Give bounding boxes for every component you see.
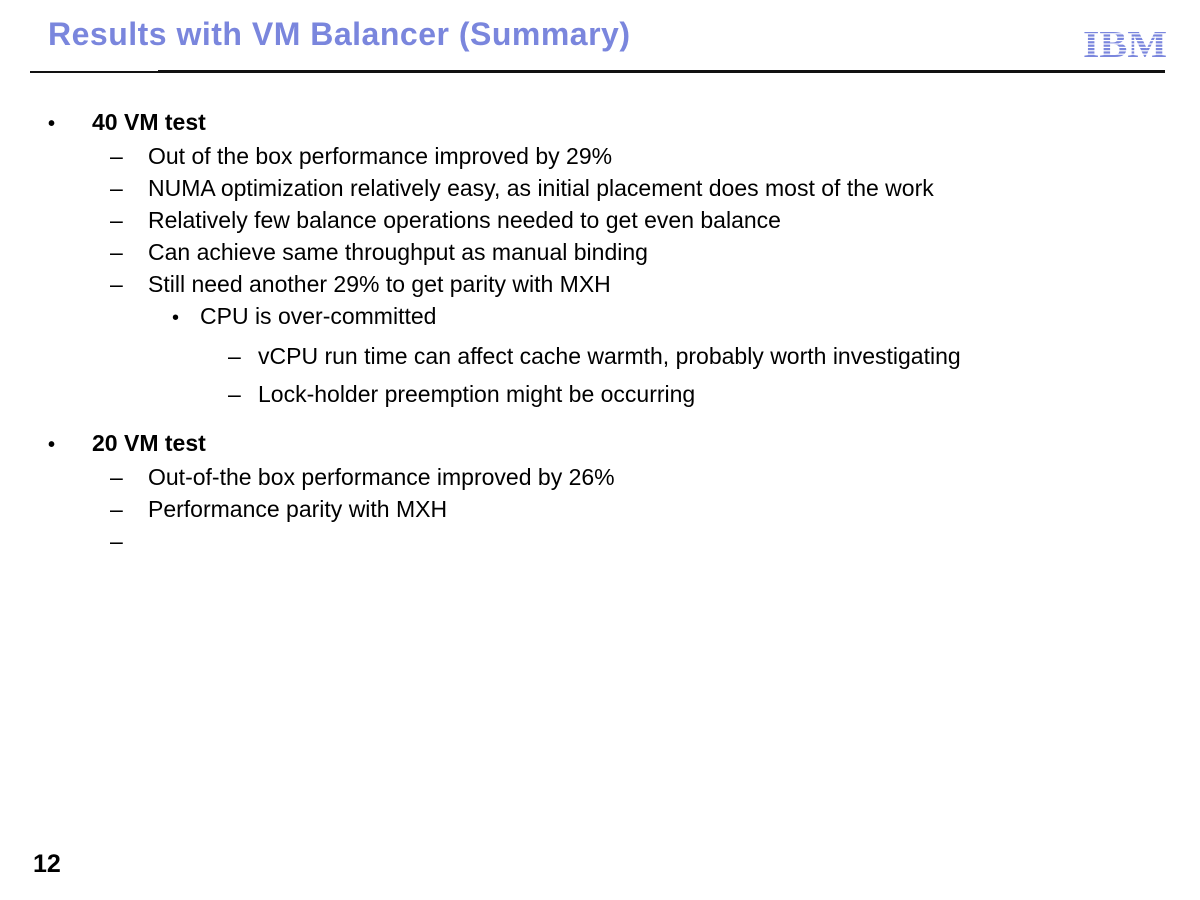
list-item: – NUMA optimization relatively easy, as … bbox=[0, 172, 1200, 204]
bullet-list: • 40 VM test – Out of the box performanc… bbox=[0, 106, 1200, 557]
list-item-text: Relatively few balance operations needed… bbox=[148, 207, 781, 233]
title-divider-left bbox=[30, 71, 158, 73]
title-divider-right bbox=[158, 70, 1165, 73]
list-item: – bbox=[0, 525, 1200, 557]
list-item: – Can achieve same throughput as manual … bbox=[0, 236, 1200, 268]
list-item-text: CPU is over-committed bbox=[200, 303, 437, 329]
dash-bullet-icon: – bbox=[110, 175, 123, 201]
list-item: – vCPU run time can affect cache warmth,… bbox=[0, 340, 1200, 372]
ibm-logo: IBM bbox=[1082, 24, 1168, 67]
list-item-text: Performance parity with MXH bbox=[148, 496, 448, 522]
list-item-text: Out-of-the box performance improved by 2… bbox=[148, 464, 615, 490]
dash-bullet-icon: – bbox=[110, 464, 123, 490]
page-number: 12 bbox=[33, 850, 61, 878]
dash-bullet-icon: – bbox=[228, 343, 241, 369]
list-item: – Lock-holder preemption might be occurr… bbox=[0, 378, 1200, 410]
bullet-dot-icon: • bbox=[48, 113, 56, 135]
dash-bullet-icon: – bbox=[110, 207, 123, 233]
list-item-text: Lock-holder preemption might be occurrin… bbox=[258, 381, 696, 407]
svg-text:IBM: IBM bbox=[1083, 24, 1167, 62]
ibm-logo-icon: IBM bbox=[1083, 24, 1167, 66]
dash-bullet-icon: – bbox=[110, 496, 123, 522]
list-item: – Relatively few balance operations need… bbox=[0, 204, 1200, 236]
dash-bullet-icon: – bbox=[110, 143, 123, 169]
bullet-dot-icon: • bbox=[172, 307, 180, 329]
dash-bullet-icon: – bbox=[110, 239, 123, 265]
dash-bullet-icon: – bbox=[110, 271, 123, 297]
list-item-text: NUMA optimization relatively easy, as in… bbox=[148, 175, 934, 201]
list-item: – Performance parity with MXH bbox=[0, 493, 1200, 525]
list-item-text: vCPU run time can affect cache warmth, p… bbox=[258, 343, 961, 369]
list-item-text: 40 VM test bbox=[92, 109, 206, 135]
list-item: – Out of the box performance improved by… bbox=[0, 140, 1200, 172]
list-item: – Still need another 29% to get parity w… bbox=[0, 268, 1200, 300]
list-item-text: Still need another 29% to get parity wit… bbox=[148, 271, 611, 297]
list-item: • CPU is over-committed bbox=[0, 300, 1200, 334]
page-title: Results with VM Balancer (Summary) bbox=[48, 16, 631, 52]
list-item: – Out-of-the box performance improved by… bbox=[0, 461, 1200, 493]
bullet-dot-icon: • bbox=[48, 434, 56, 456]
list-item: • 20 VM test bbox=[0, 427, 1200, 461]
list-item-text: Can achieve same throughput as manual bi… bbox=[148, 239, 648, 265]
list-item-text: Out of the box performance improved by 2… bbox=[148, 143, 613, 169]
dash-bullet-icon: – bbox=[228, 381, 241, 407]
list-item: • 40 VM test bbox=[0, 106, 1200, 140]
list-item-text: 20 VM test bbox=[92, 430, 206, 456]
dash-bullet-icon: – bbox=[110, 528, 123, 554]
